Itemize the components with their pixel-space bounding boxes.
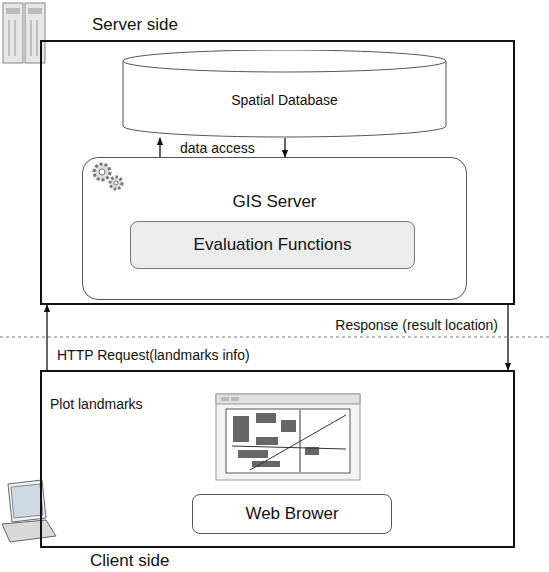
database-cylinder: Spatial Database xyxy=(122,50,447,138)
node-text: Spatial Database xyxy=(231,92,338,109)
gear-icon xyxy=(94,164,122,189)
cylinder-body xyxy=(123,50,446,137)
browser-box: Web Brower xyxy=(192,494,392,534)
node-text: Evaluation Functions xyxy=(194,235,352,255)
browser-illustration xyxy=(216,394,360,480)
cylinder-rim xyxy=(123,61,446,72)
edge-label: Response (result location) xyxy=(333,317,500,334)
arrow-connector xyxy=(159,138,160,157)
arrow-connector xyxy=(46,305,47,370)
node-text: Server side xyxy=(92,15,178,35)
gis-server-box: GIS ServerEvaluation Functions xyxy=(82,157,467,300)
node-text: Web Brower xyxy=(245,504,338,524)
arrow-connector xyxy=(507,305,508,370)
divider-line xyxy=(0,337,549,338)
server-side-box: Server sideSpatial DatabaseGIS ServerEva… xyxy=(40,40,515,305)
edge-label: HTTP Request(landmarks info) xyxy=(55,347,252,364)
node-text: Client side xyxy=(90,551,169,571)
server-icon xyxy=(3,3,45,63)
edge-label: data access xyxy=(178,139,257,156)
arrow-connector xyxy=(284,138,285,157)
laptop-icon xyxy=(2,480,56,542)
evaluation-box: Evaluation Functions xyxy=(130,221,415,269)
note-label: Plot landmarks xyxy=(48,396,145,413)
node-text: GIS Server xyxy=(232,192,316,212)
